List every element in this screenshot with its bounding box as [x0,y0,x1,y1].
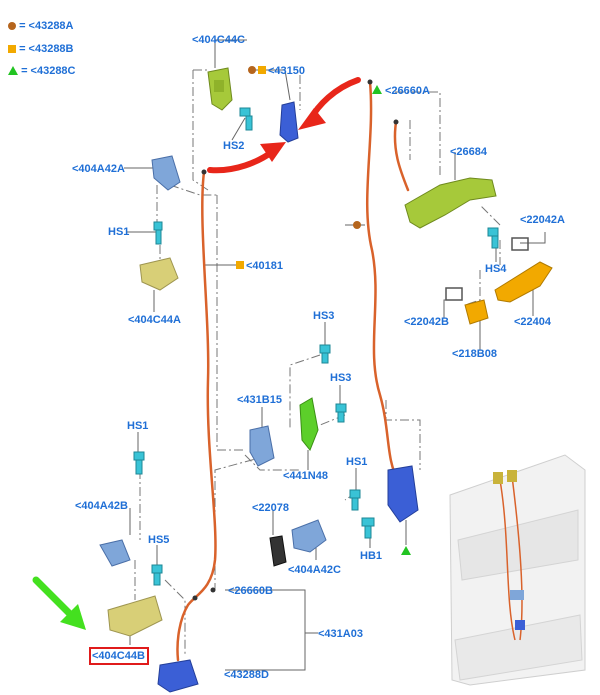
label-26660A: <26660A [385,85,430,97]
green-triangle-legend-ref [372,85,382,94]
label-22042A: <22042A [520,214,565,226]
label-43288D: <43288D [224,669,269,681]
circle-icon [8,22,16,30]
label-22042B: <22042B [404,316,449,328]
label-431A03: <431A03 [318,628,363,640]
red-arrow-upper [298,77,361,130]
label-404A42C: <404A42C [288,564,341,576]
label-26684: <26684 [450,146,488,158]
blue-latch-top [279,101,299,143]
legend-item-43288B: = <43288B [8,43,74,55]
bracket-404A42B [99,539,131,567]
hs5-clip [151,564,163,586]
bracket-404A42C [291,519,327,553]
label-hs3-b: HS3 [330,372,352,384]
gasket-22078 [269,535,287,567]
label-hs4: HS4 [485,263,507,275]
blue-latch-bottom [157,659,199,693]
green-part-441N48 [299,397,319,451]
orange-square-marker [236,261,244,269]
handle-22404 [494,261,553,303]
label-hs2: HS2 [223,140,245,152]
gasket-22042B [445,287,463,301]
legend-item-43288A: = <43288A [8,20,74,32]
label-hs5: HS5 [148,534,170,546]
cables [176,80,410,662]
label-404A42A-top: <404A42A [72,163,125,175]
label-22078: <22078 [252,502,290,514]
red-arrow-lower [207,142,286,174]
handle-bracket-26684 [404,177,497,229]
green-triangle-marker [401,546,411,555]
label-hs3-a: HS3 [313,310,335,322]
bracket-431B15 [249,425,275,467]
label-43150: <43150 [268,65,306,77]
markers-43150 [248,66,266,74]
label-26660B: <26660B [228,585,273,597]
hs2-clip [239,107,253,131]
label-218B08: <218B08 [452,348,497,360]
gasket-22042A [511,237,529,251]
cable-connector-dots [192,79,399,601]
label-hb1: HB1 [360,550,383,562]
hs1-clip-right [349,489,361,511]
lock-actuator-top [207,67,233,111]
label-hs1-mid: HS1 [127,420,149,432]
label-404C44A: <404C44A [128,314,181,326]
cap-218B08 [464,299,489,325]
label-404C44B: <404C44B [92,650,145,662]
green-arrow [32,576,86,630]
triangle-icon [8,66,18,75]
blue-latch-right [387,465,419,523]
label-40181: <40181 [246,260,284,272]
label-441N48: <441N48 [283,470,328,482]
hs4-clip [487,227,499,249]
bracket-404A42A [151,155,181,191]
label-hs1-top: HS1 [108,226,130,238]
label-hs1-right: HS1 [346,456,368,468]
rear-door-inset [449,454,586,686]
hs1-clip-top [153,221,163,245]
label-22404: <22404 [514,316,552,328]
legend-item-43288C: = <43288C [8,65,76,77]
label-431B15: <431B15 [237,394,282,406]
label-404C44C: <404C44C [192,34,245,46]
hs3-clip-a [319,344,331,364]
highlight-box-404C44B [89,647,149,665]
hb1-bolt [361,517,375,539]
brown-circle-marker [353,221,361,229]
label-404A42B: <404A42B [75,500,128,512]
hs1-clip-mid [133,451,145,475]
cover-404C44A [139,257,179,291]
hs3-clip-b [335,403,347,423]
square-icon [8,45,16,53]
cover-404C44B [107,595,163,637]
